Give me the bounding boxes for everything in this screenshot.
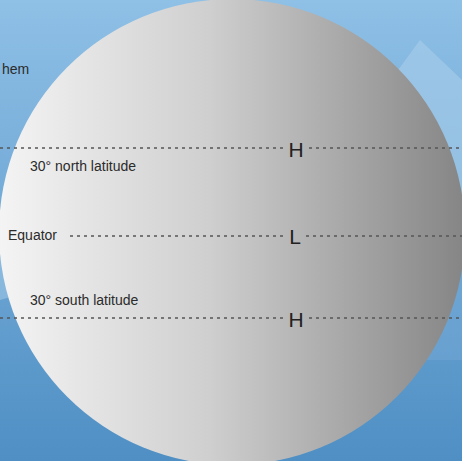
latitude-label: 30° north latitude <box>30 159 136 173</box>
latitude-label: 30° south latitude <box>30 293 138 307</box>
pressure-symbol: H <box>288 309 303 330</box>
pressure-symbol: H <box>288 139 303 160</box>
latitude-label: Equator <box>8 228 57 242</box>
cut-off-text: hem <box>2 62 29 76</box>
latitude-line <box>309 147 462 148</box>
latitude-line <box>0 147 284 148</box>
equator-line <box>70 235 285 236</box>
equator-line <box>306 235 462 236</box>
latitude-line <box>309 317 462 318</box>
latitude-line <box>0 317 284 318</box>
pressure-symbol: L <box>289 226 301 247</box>
